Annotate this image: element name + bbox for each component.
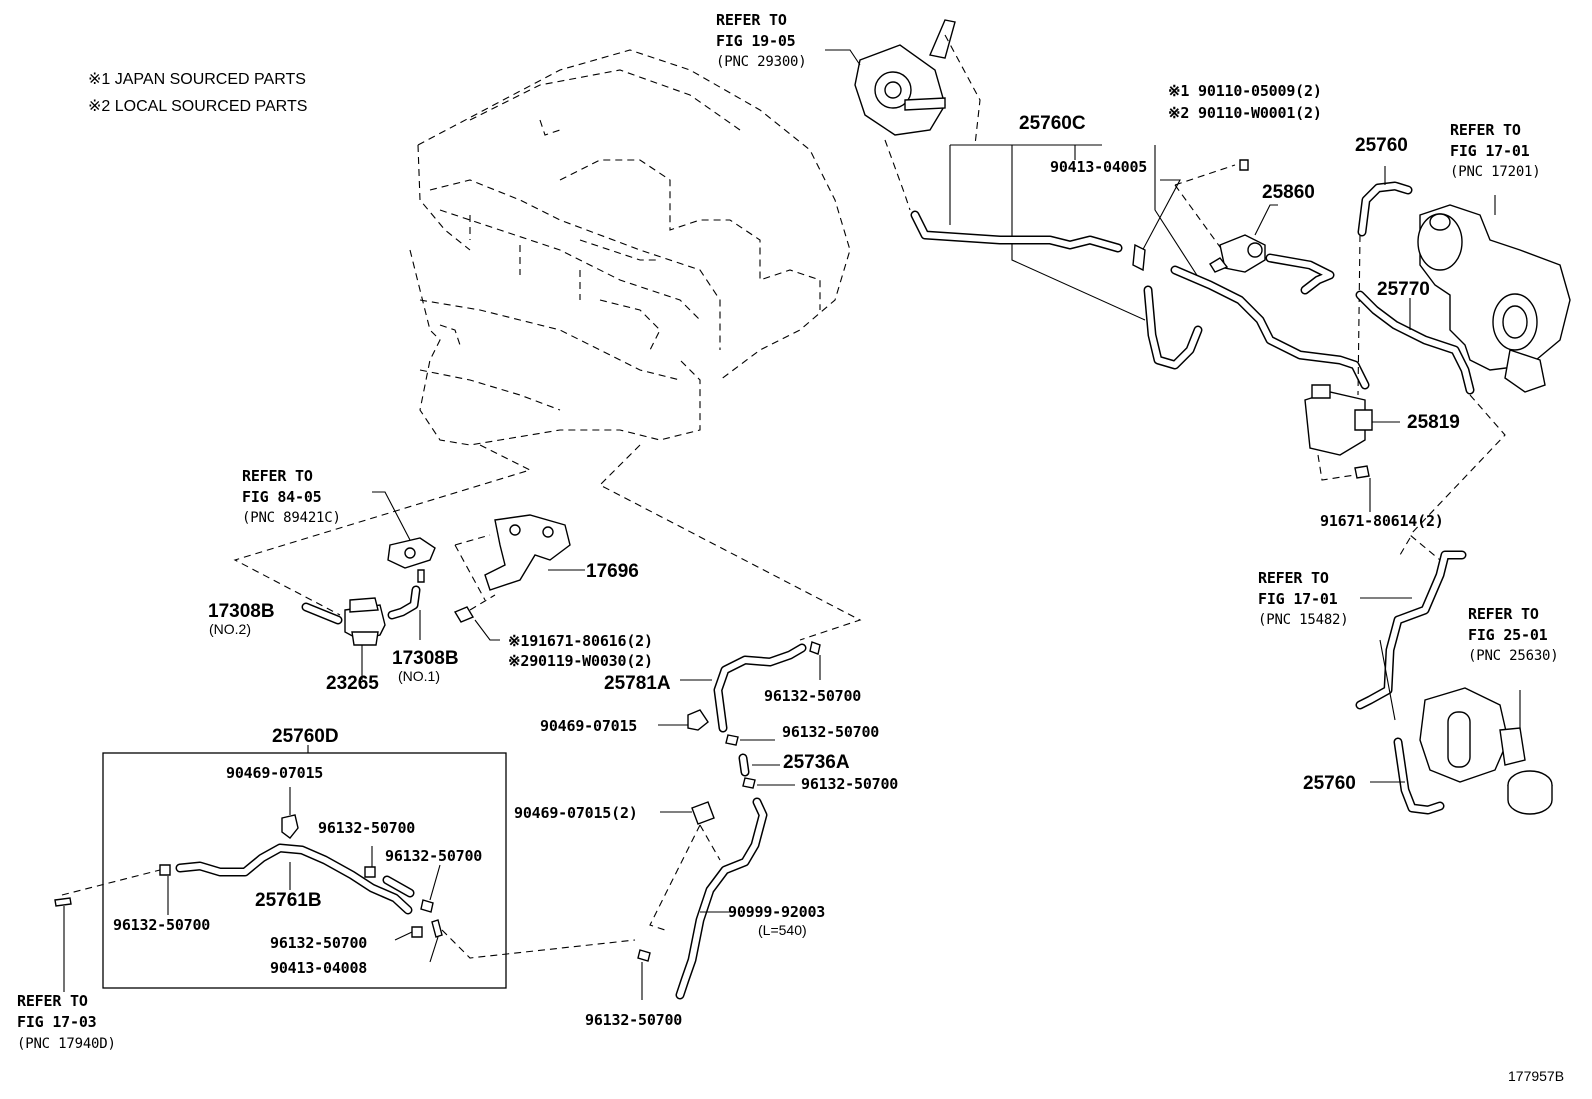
ref-1701a-fig[interactable]: FIG 17-01	[1450, 142, 1530, 160]
vsv-25860	[1174, 159, 1335, 295]
egr-valve-ref	[1417, 195, 1571, 393]
ref-1905-fig[interactable]: FIG 19-05	[716, 32, 796, 50]
label-25760-top[interactable]: 25760	[1355, 135, 1408, 156]
ref-1905-refer: REFER TO	[716, 11, 787, 29]
ref-2501-pnc: (PNC 25630)	[1468, 648, 1559, 664]
label-90110-05009[interactable]: ※1 90110-05009(2)	[1168, 82, 1322, 100]
label-17308B-no2[interactable]: 17308B	[208, 601, 275, 622]
figure-id: 177957B	[1508, 1068, 1564, 1084]
label-17308B-no1[interactable]: 17308B	[392, 648, 459, 669]
label-90413-04005[interactable]: 90413-04005	[1050, 158, 1148, 176]
label-25860[interactable]: 25860	[1262, 182, 1315, 203]
hoses-17308B-23265	[301, 585, 421, 680]
label-25819[interactable]: 25819	[1407, 412, 1460, 433]
label-25760C[interactable]: 25760C	[1019, 113, 1086, 134]
label-17308B-no2-sub: (NO.2)	[209, 621, 251, 637]
label-90999-sub: (L=540)	[758, 922, 807, 938]
hose-25760-right	[1370, 737, 1445, 815]
label-96132-c[interactable]: 96132-50700	[801, 775, 899, 793]
ref-1701b-refer: REFER TO	[1258, 569, 1329, 587]
ref-1701a-pnc: (PNC 17201)	[1450, 164, 1541, 180]
label-25760D[interactable]: 25760D	[272, 726, 339, 747]
sensor-ref-8405	[372, 491, 436, 583]
hose-25761B	[61, 787, 636, 963]
label-23265[interactable]: 23265	[326, 673, 379, 694]
label-96132-box4[interactable]: 96132-50700	[270, 934, 368, 952]
hose-25760C	[910, 144, 1370, 390]
ref-1703-refer: REFER TO	[17, 992, 88, 1010]
pipe-ref-1701b	[1355, 537, 1467, 721]
label-96132-b[interactable]: 96132-50700	[782, 723, 880, 741]
ref-1701a-refer: REFER TO	[1450, 121, 1521, 139]
label-25760-right[interactable]: 25760	[1303, 773, 1356, 794]
vsv-25819	[1304, 384, 1400, 512]
label-17308B-no1-sub: (NO.1)	[398, 668, 440, 684]
vacuum-pump-ref	[825, 19, 981, 211]
label-96132-a[interactable]: 96132-50700	[764, 687, 862, 705]
label-91671-80616[interactable]: ※191671-80616(2)	[508, 632, 653, 650]
label-25781A[interactable]: 25781A	[604, 673, 671, 694]
ref-1703-pnc: (PNC 17940D)	[17, 1036, 116, 1052]
note-local-sourced: ※2 LOCAL SOURCED PARTS	[88, 98, 307, 115]
note-japan-sourced: ※1 JAPAN SOURCED PARTS	[88, 71, 306, 88]
label-90413-04008[interactable]: 90413-04008	[270, 959, 368, 977]
label-25770[interactable]: 25770	[1377, 279, 1430, 300]
label-96132-box1[interactable]: 96132-50700	[318, 819, 416, 837]
label-91671-80614[interactable]: 91671-80614(2)	[1320, 512, 1444, 530]
hose-25760-top	[1357, 166, 1413, 396]
engine-intake-manifold	[233, 49, 862, 641]
label-17696[interactable]: 17696	[586, 561, 639, 582]
label-90119-W0030[interactable]: ※290119-W0030(2)	[508, 652, 653, 670]
ref-1905-pnc: (PNC 29300)	[716, 54, 807, 70]
ref-1701b-fig[interactable]: FIG 17-01	[1258, 590, 1338, 608]
bracket-17696	[453, 514, 585, 641]
pipe-ref-1703	[54, 897, 72, 992]
ref-1701b-pnc: (PNC 15482)	[1258, 612, 1349, 628]
ref-2501-fig[interactable]: FIG 25-01	[1468, 626, 1548, 644]
label-90110-W0001[interactable]: ※2 90110-W0001(2)	[1168, 104, 1322, 122]
ref-8405-fig[interactable]: FIG 84-05	[242, 488, 322, 506]
hose-25770	[1355, 290, 1506, 561]
label-96132-box3[interactable]: 96132-50700	[113, 916, 211, 934]
label-90469-a[interactable]: 90469-07015	[540, 717, 638, 735]
kit-box-25760D	[102, 752, 507, 989]
ref-2501-refer: REFER TO	[1468, 605, 1539, 623]
label-25736A[interactable]: 25736A	[783, 752, 850, 773]
label-90999-92003[interactable]: 90999-92003	[728, 903, 826, 921]
hose-chain-center	[637, 641, 821, 1000]
ref-8405-refer: REFER TO	[242, 467, 313, 485]
label-96132-bottom[interactable]: 96132-50700	[585, 1011, 683, 1029]
actuator-ref-2501	[1419, 687, 1553, 815]
ref-1703-fig[interactable]: FIG 17-03	[17, 1013, 97, 1031]
label-90469-box[interactable]: 90469-07015	[226, 764, 324, 782]
label-96132-box2[interactable]: 96132-50700	[385, 847, 483, 865]
label-25761B[interactable]: 25761B	[255, 890, 322, 911]
ref-8405-pnc: (PNC 89421C)	[242, 510, 341, 526]
label-90469-2[interactable]: 90469-07015(2)	[514, 804, 638, 822]
